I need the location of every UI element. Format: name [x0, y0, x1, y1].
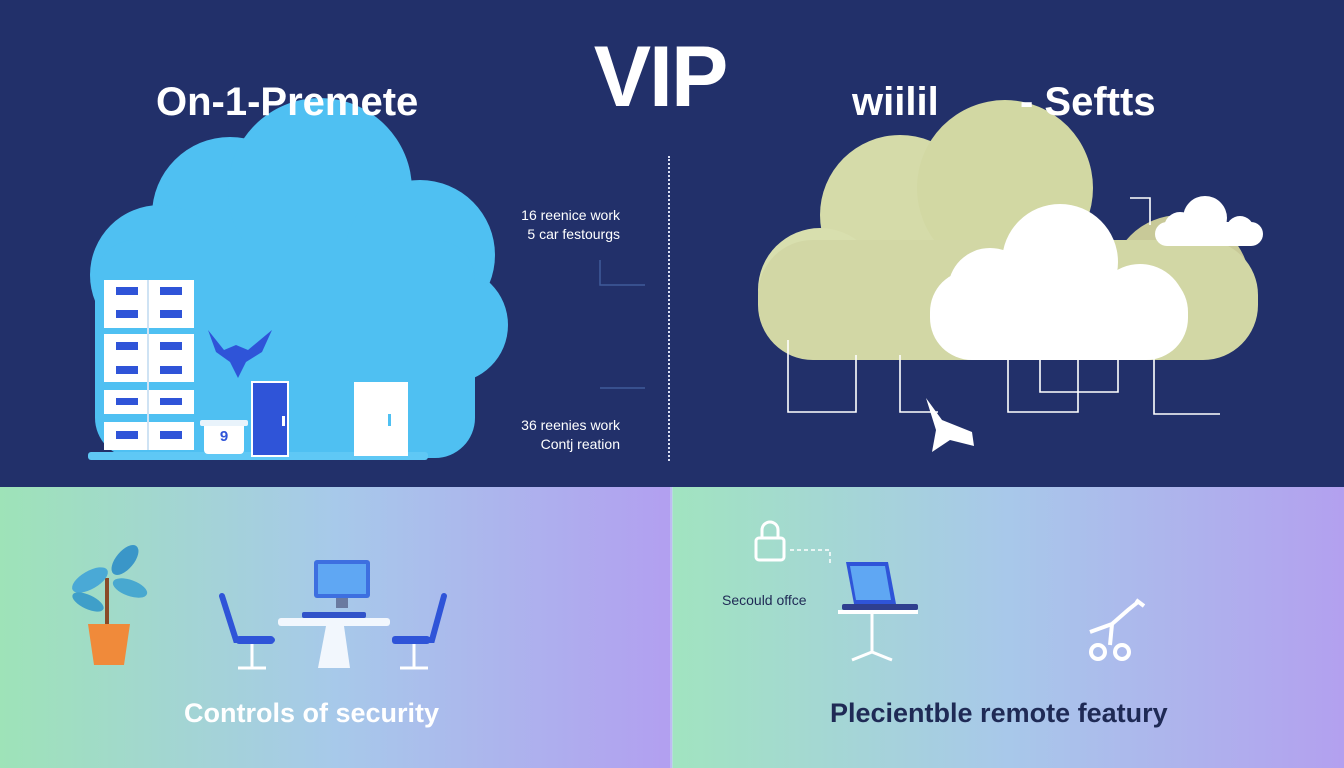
eagle-icon [208, 330, 272, 378]
storage-box-icon [200, 420, 248, 454]
panel-separator [670, 487, 673, 768]
cloud-title-part-a: wiilil [852, 80, 939, 124]
storage-badge: 9 [219, 428, 229, 445]
note-top-line2: 5 car festourgs [527, 226, 620, 242]
note-bottom: 36 reenies work Contj reation [470, 416, 620, 454]
note-bottom-line2: Contj reation [540, 436, 620, 452]
small-cloud-icon [1155, 196, 1263, 246]
network-lines [787, 197, 1220, 415]
desk-workstation-icon [219, 560, 447, 670]
server-rack-icon [104, 280, 194, 450]
lock-icon [754, 520, 831, 566]
note-bottom-line1: 36 reenies work [521, 417, 620, 433]
main-title: VIP [593, 29, 729, 125]
on-premise-title: On-1-Premete [156, 80, 419, 124]
cloud-title-part-b: - Seftts [1020, 80, 1156, 124]
fridge-icon [354, 382, 408, 456]
note-top-line1: 16 reenice work [521, 207, 620, 223]
note-top: 16 reenice work 5 car festourgs [470, 206, 620, 244]
plant-icon [72, 545, 148, 665]
office-label: Secould offce [722, 592, 807, 608]
bottom-right-panel [672, 487, 1344, 768]
security-caption: Controls of security [184, 698, 440, 728]
remote-caption: Plecientble remote featury [830, 698, 1168, 728]
bird-icon [926, 398, 974, 452]
laptop-icon [838, 562, 918, 662]
center-divider [668, 156, 670, 461]
cabinet-door-icon [251, 381, 289, 457]
white-cloud-icon [930, 204, 1188, 360]
robot-arm-icon [1089, 598, 1146, 661]
